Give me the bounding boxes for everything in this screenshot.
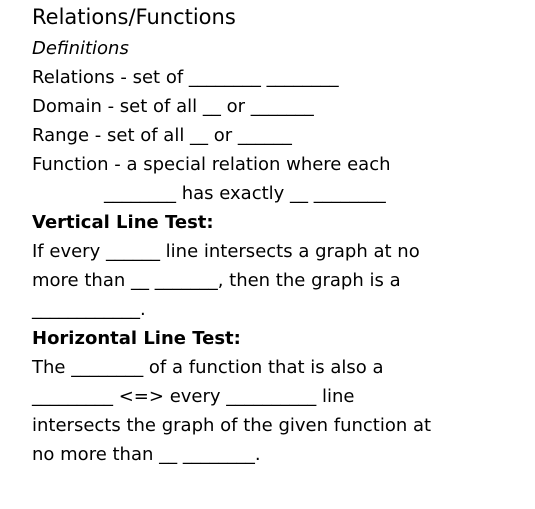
horizontal-line-test-line-3: intersects the graph of the given functi… xyxy=(32,415,432,436)
domain-definition: Domain - set of all __ or _______ xyxy=(32,96,314,117)
vertical-line-test-line-2: more than __ _______, then the graph is … xyxy=(32,270,401,291)
horizontal-line-test-line-4: no more than __ ________. xyxy=(32,444,261,465)
horizontal-line-test-line-1: The ________ of a function that is also … xyxy=(32,357,384,378)
definitions-heading: Definitions xyxy=(32,38,129,59)
page-title: Relations/Functions xyxy=(32,5,236,29)
horizontal-line-test-heading: Horizontal Line Test: xyxy=(32,328,241,349)
vertical-line-test-line-1: If every ______ line intersects a graph … xyxy=(32,241,420,262)
function-definition-line-2: ________ has exactly __ ________ xyxy=(104,183,386,204)
range-definition: Range - set of all __ or ______ xyxy=(32,125,292,146)
horizontal-line-test-line-2: _________ <=> every __________ line xyxy=(32,386,355,407)
vertical-line-test-line-3: ____________. xyxy=(32,299,146,320)
vertical-line-test-heading: Vertical Line Test: xyxy=(32,212,214,233)
function-definition-line-1: Function - a special relation where each xyxy=(32,154,391,175)
relations-definition: Relations - set of ________ ________ xyxy=(32,67,339,88)
